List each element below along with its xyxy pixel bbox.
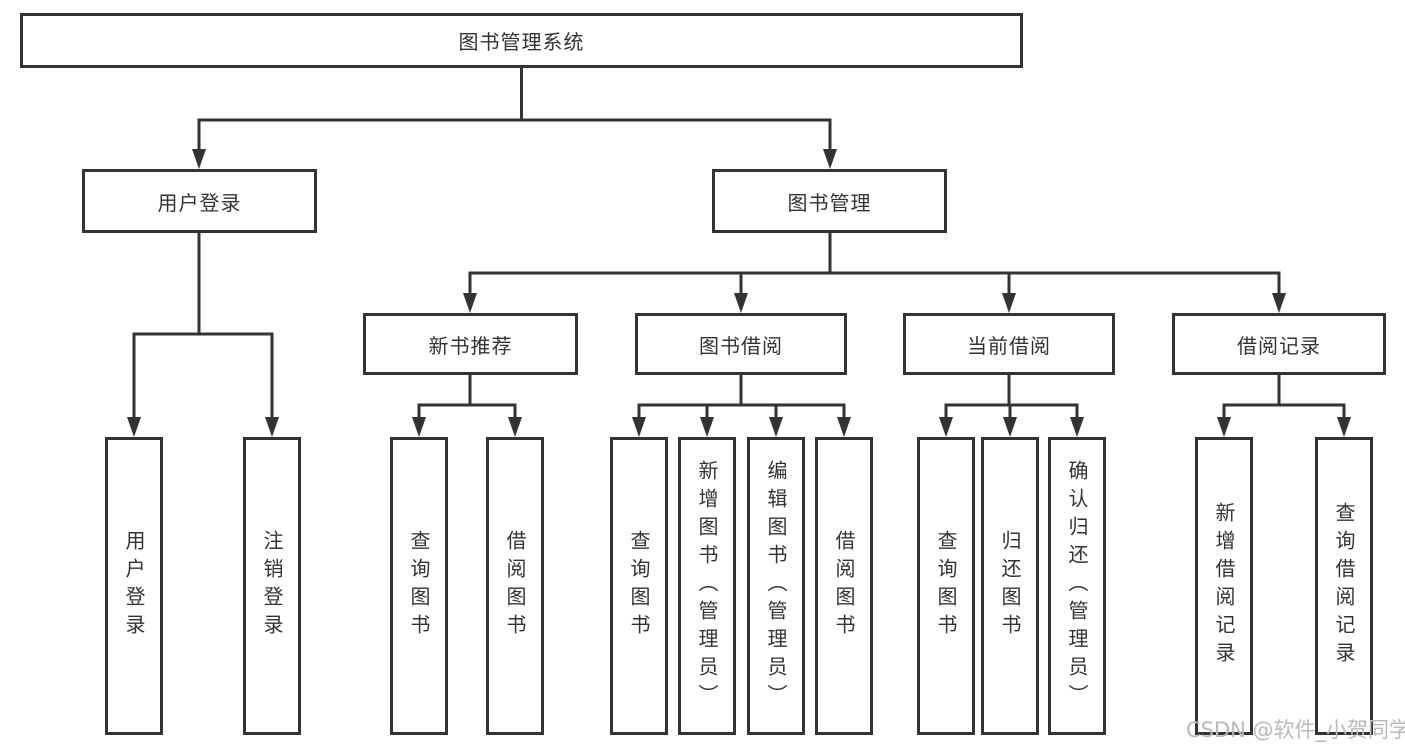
leaf-edit-books-admin-label: 编辑图书（管理员） xyxy=(764,460,788,712)
leaf-add-books-admin: 新增图书（管理员） xyxy=(678,437,736,735)
node-current-borrowing: 当前借阅 xyxy=(903,313,1115,375)
leaf-query-books-current: 查询图书 xyxy=(917,437,975,735)
leaf-logout-label: 注销登录 xyxy=(260,530,284,642)
leaf-logout: 注销登录 xyxy=(243,437,301,735)
leaf-user-login-label: 用户登录 xyxy=(122,530,146,642)
leaf-return-books-label: 归还图书 xyxy=(998,530,1022,642)
leaf-query-borrow-record-label: 查询借阅记录 xyxy=(1332,502,1356,670)
leaf-add-books-admin-label: 新增图书（管理员） xyxy=(695,460,719,712)
arrowheads xyxy=(127,149,1351,437)
csdn-watermark: CSDN @软件_小贺同学 xyxy=(1186,718,1405,742)
leaf-return-books: 归还图书 xyxy=(981,437,1039,735)
leaf-borrow-books-label: 借阅图书 xyxy=(832,530,856,642)
leaf-borrow-books-recommend: 借阅图书 xyxy=(486,437,544,735)
node-library-system: 图书管理系统 xyxy=(20,13,1023,68)
leaf-edit-books-admin: 编辑图书（管理员） xyxy=(747,437,805,735)
leaf-user-login: 用户登录 xyxy=(105,437,163,735)
node-user-login: 用户登录 xyxy=(82,169,317,233)
node-new-book-recommend: 新书推荐 xyxy=(363,313,578,375)
leaf-borrow-books-recommend-label: 借阅图书 xyxy=(503,530,527,642)
leaf-query-books-recommend: 查询图书 xyxy=(390,437,448,735)
node-borrowing-records: 借阅记录 xyxy=(1172,313,1386,375)
leaf-query-books-borrow: 查询图书 xyxy=(610,437,668,735)
leaf-query-books-borrow-label: 查询图书 xyxy=(627,530,651,642)
leaf-confirm-return-admin: 确认归还（管理员） xyxy=(1048,437,1106,735)
leaf-query-books-recommend-label: 查询图书 xyxy=(407,530,431,642)
node-book-management: 图书管理 xyxy=(712,169,947,233)
node-book-borrowing: 图书借阅 xyxy=(635,313,847,375)
leaf-add-borrow-record: 新增借阅记录 xyxy=(1195,437,1253,735)
leaf-borrow-books: 借阅图书 xyxy=(815,437,873,735)
leaf-query-borrow-record: 查询借阅记录 xyxy=(1315,437,1373,735)
leaf-add-borrow-record-label: 新增借阅记录 xyxy=(1212,502,1236,670)
leaf-confirm-return-admin-label: 确认归还（管理员） xyxy=(1065,460,1089,712)
leaf-query-books-current-label: 查询图书 xyxy=(934,530,958,642)
